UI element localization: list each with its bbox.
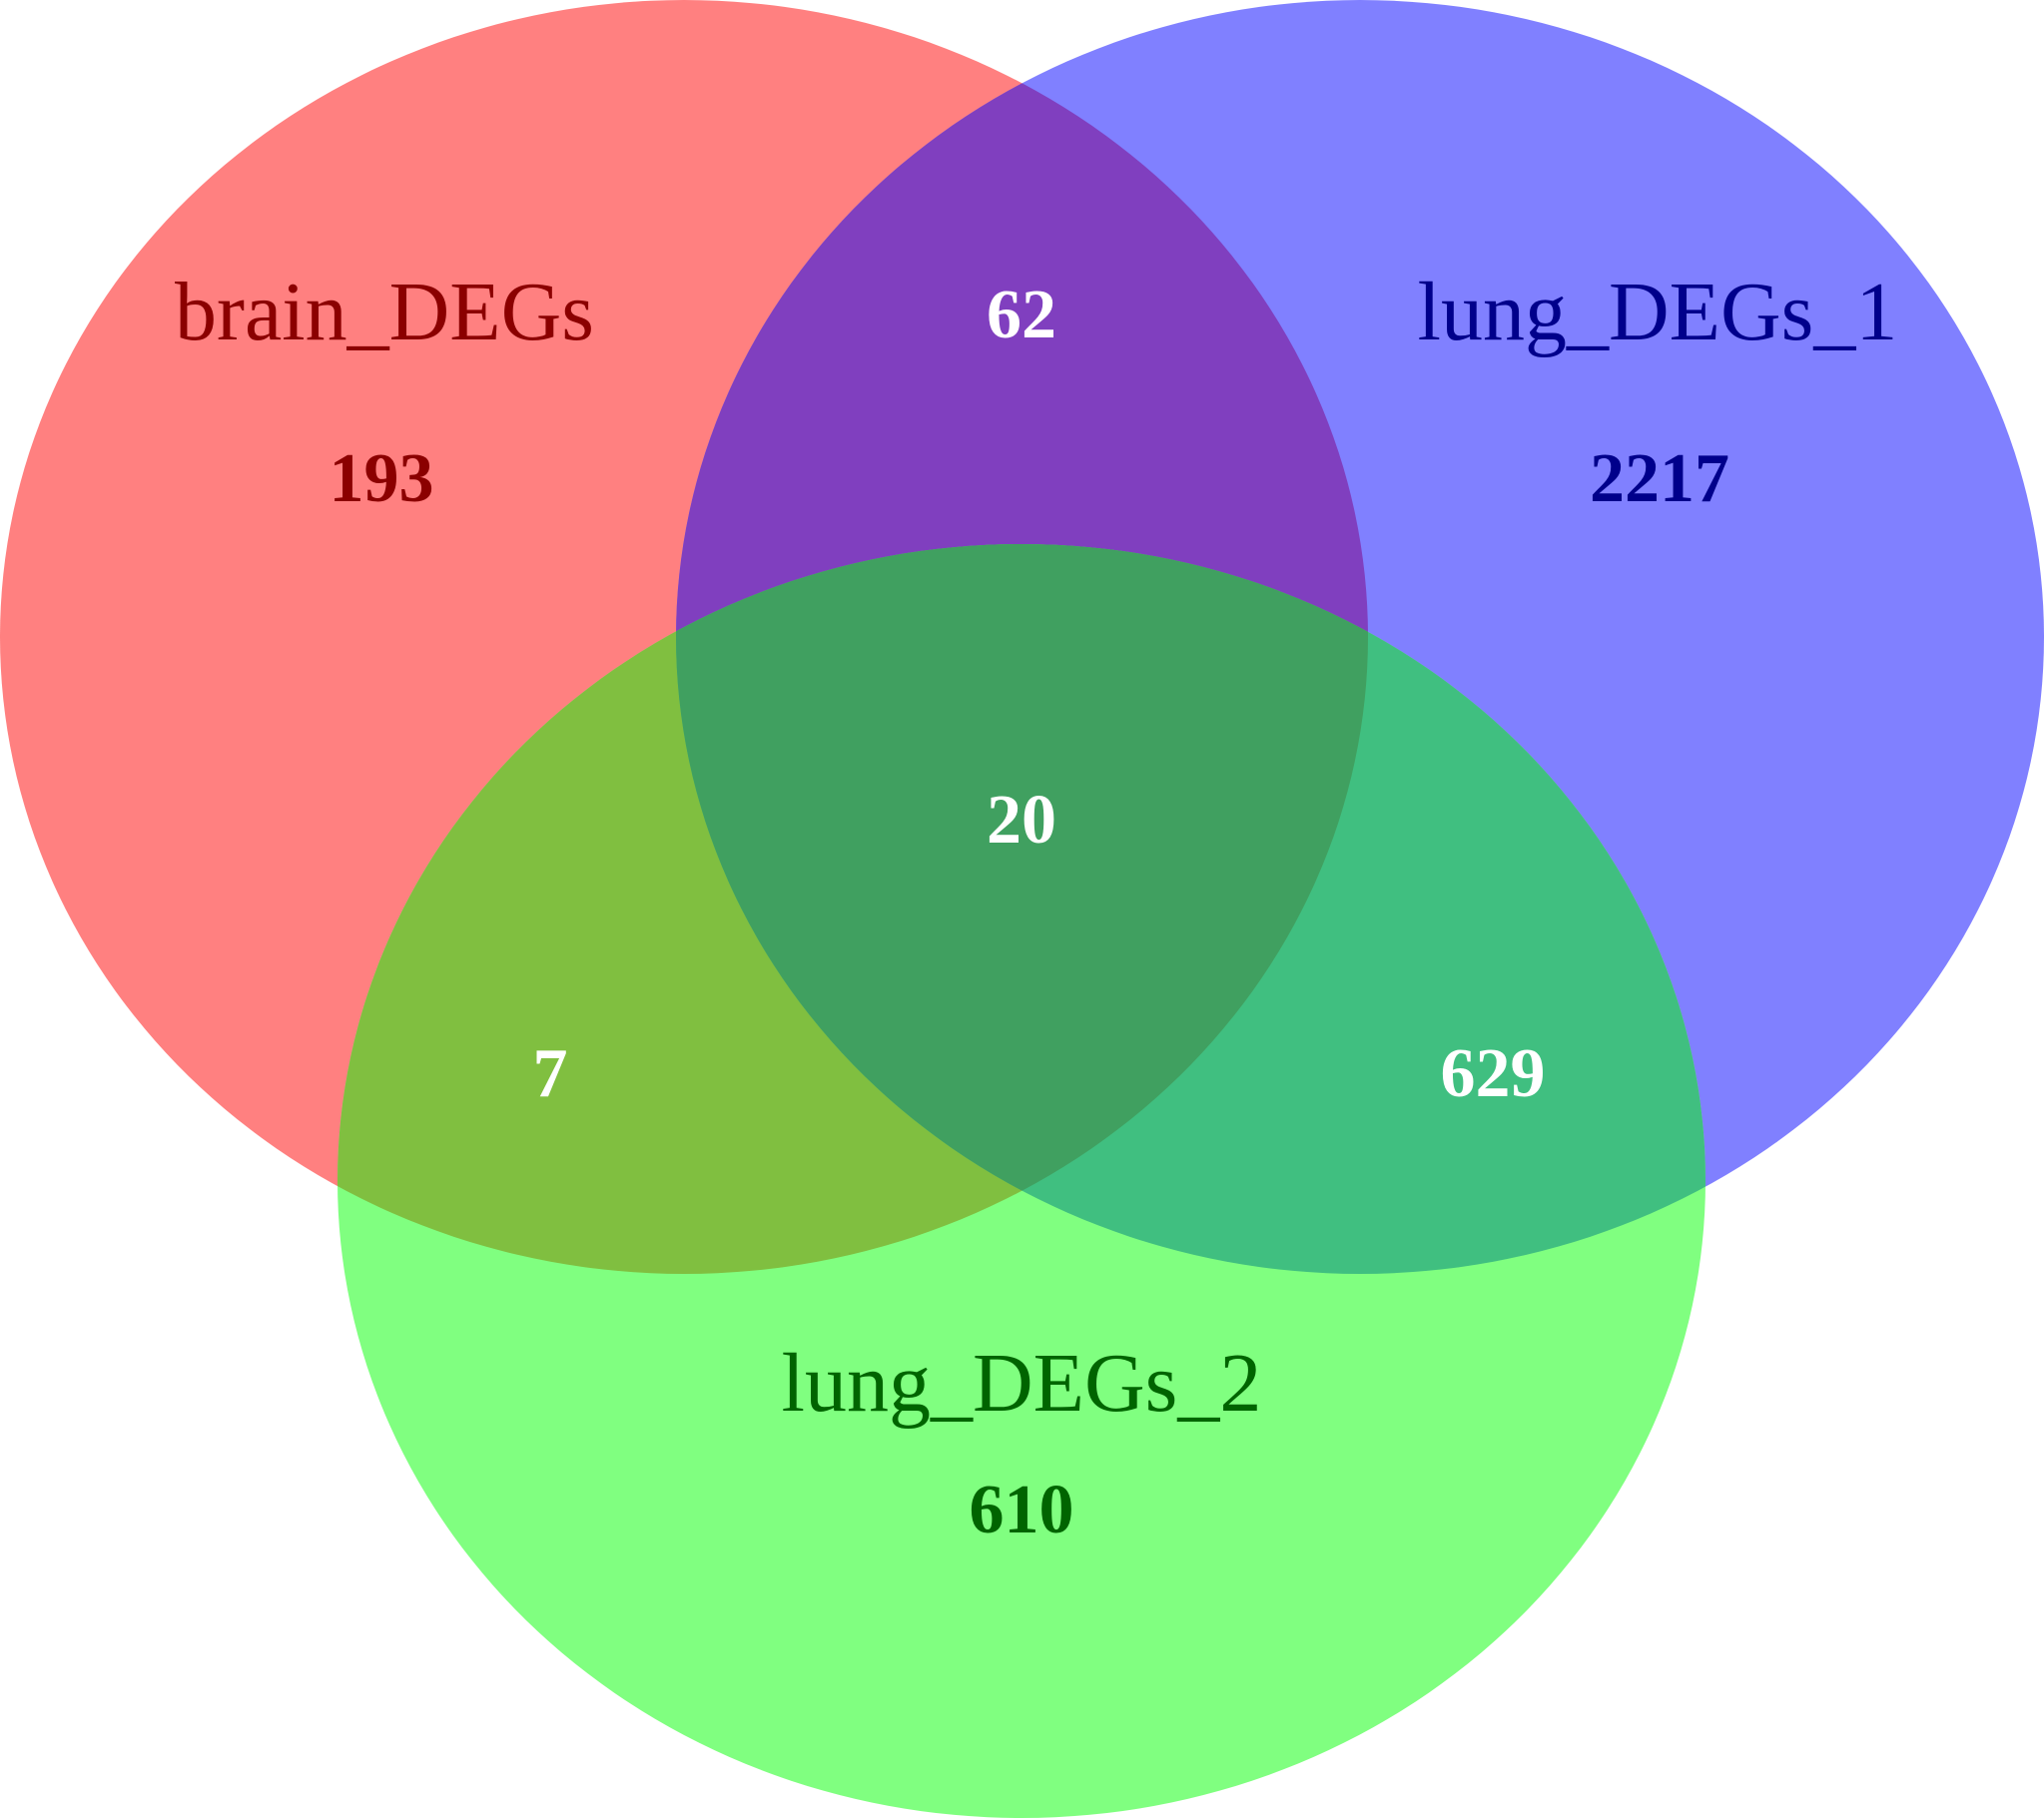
brain-lung2-count: 7 xyxy=(533,1035,568,1112)
brain-lung1-count: 62 xyxy=(987,277,1056,353)
lung1-set-label: lung_DEGs_1 xyxy=(1418,266,1898,358)
lung2-set-label: lung_DEGs_2 xyxy=(782,1337,1262,1430)
brain-only-count: 193 xyxy=(330,440,434,517)
lung2-only-count: 610 xyxy=(970,1472,1074,1548)
lung1-only-count: 2217 xyxy=(1590,440,1729,517)
lung1-lung2-count: 629 xyxy=(1441,1035,1546,1112)
all-three-count: 20 xyxy=(987,782,1056,859)
brain-set-label: brain_DEGs xyxy=(175,266,594,358)
